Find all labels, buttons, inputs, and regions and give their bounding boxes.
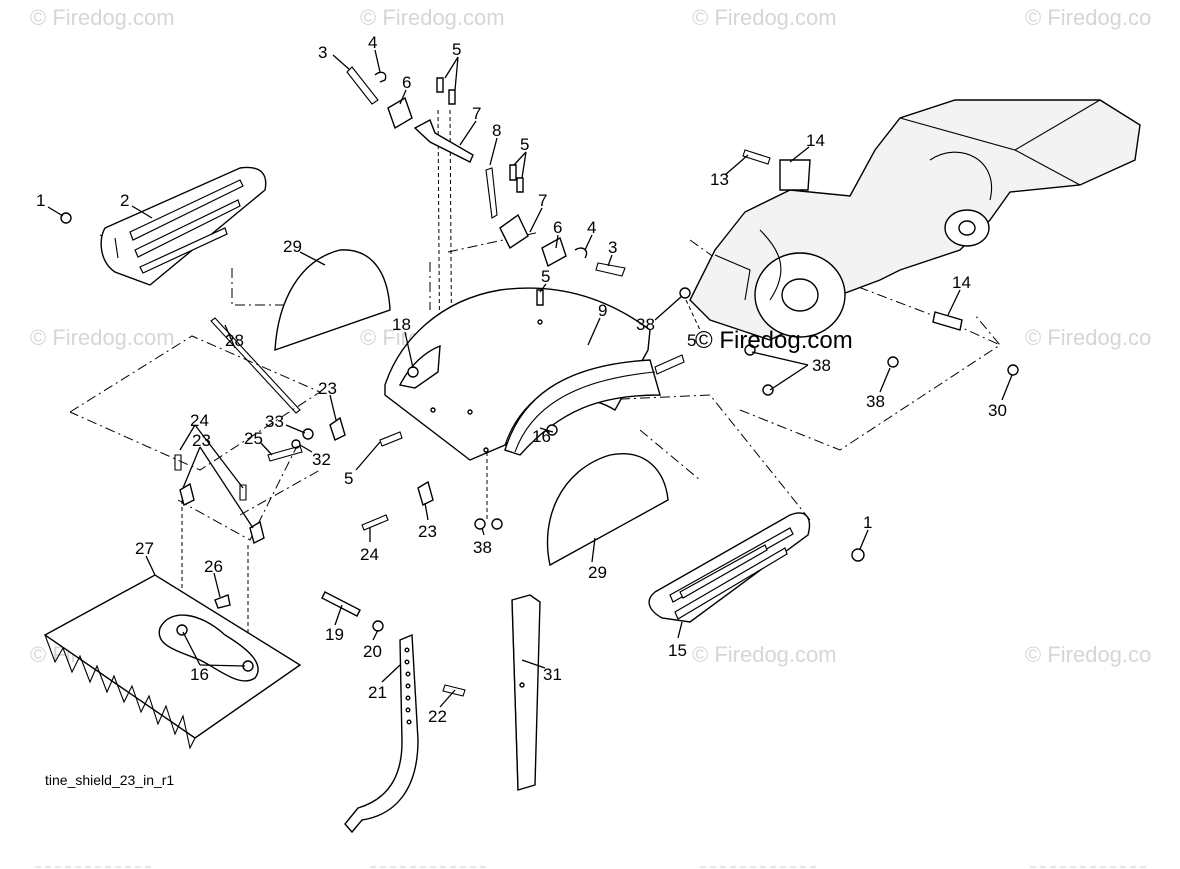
callout-label: 4 <box>368 33 377 52</box>
callout-label: 23 <box>192 431 211 450</box>
callout-label: 38 <box>473 538 492 557</box>
watermark: © Firedog.com <box>360 5 505 30</box>
callout-label: 6 <box>402 73 411 92</box>
callout-label: 23 <box>318 379 337 398</box>
tine-shield <box>384 287 661 461</box>
center-watermark: © Firedog.com <box>695 327 853 354</box>
callout-label: 9 <box>598 301 607 320</box>
callout-label: 3 <box>608 238 617 257</box>
callout-label: 5 <box>541 267 550 286</box>
callout-label: 24 <box>190 411 209 430</box>
callout-label: 32 <box>312 450 331 469</box>
callout-label: 8 <box>492 121 501 140</box>
callout-label: 24 <box>360 545 379 564</box>
depth-stake <box>344 633 419 834</box>
callout-label: 14 <box>806 131 825 150</box>
callout-labels: 3 4 5 6 7 8 5 7 6 4 3 5 9 14 13 14 38 38… <box>36 33 1007 726</box>
callout-label: 20 <box>363 642 382 661</box>
callout-label: 16 <box>532 427 551 446</box>
callout-label: 27 <box>135 539 154 558</box>
callout-label: 31 <box>543 665 562 684</box>
callout-label: 23 <box>418 522 437 541</box>
callout-label: 38 <box>866 392 885 411</box>
pin <box>321 591 361 617</box>
callout-label: 28 <box>225 331 244 350</box>
right-side-plate <box>648 512 811 623</box>
callout-label: 4 <box>587 218 596 237</box>
callout-label: 16 <box>190 665 209 684</box>
callout-label: 26 <box>204 557 223 576</box>
small-hardware <box>60 149 1019 697</box>
rear-flap <box>43 574 302 750</box>
callout-label: 7 <box>472 104 481 123</box>
left-side-plate <box>100 166 267 286</box>
watermark: © Firedog.com <box>30 5 175 30</box>
callout-label: 5 <box>520 135 529 154</box>
callout-label: 18 <box>392 315 411 334</box>
callout-label: 5 <box>687 331 696 350</box>
callout-label: 33 <box>265 412 284 431</box>
callout-label: 6 <box>553 218 562 237</box>
upright-channel <box>511 594 541 791</box>
leader-lines <box>47 49 1013 708</box>
callout-label: 38 <box>636 315 655 334</box>
callout-label: 29 <box>283 237 302 256</box>
callout-label: 38 <box>812 356 831 375</box>
diagram-caption: tine_shield_23_in_r1 <box>45 772 174 788</box>
callout-label: 13 <box>710 170 729 189</box>
callout-label: 15 <box>668 641 687 660</box>
callout-label: 22 <box>428 707 447 726</box>
watermark: © Firedog.co <box>1025 642 1151 667</box>
callout-label: 29 <box>588 563 607 582</box>
callout-label: 21 <box>368 683 387 702</box>
watermark: © Firedog.co <box>1025 5 1151 30</box>
callout-label: 5 <box>344 469 353 488</box>
stake-holes <box>404 647 412 725</box>
watermark: © Firedog.com <box>30 325 175 350</box>
watermark: © Firedog.com <box>692 642 837 667</box>
transmission-housing <box>689 99 1141 341</box>
callout-label: 3 <box>318 43 327 62</box>
watermark: © Firedog.com <box>692 5 837 30</box>
callout-label: 1 <box>36 191 45 210</box>
callout-label: 2 <box>120 191 129 210</box>
callout-label: 14 <box>952 273 971 292</box>
callout-label: 5 <box>452 40 461 59</box>
callout-label: 30 <box>988 401 1007 420</box>
callout-label: 25 <box>244 429 263 448</box>
deflector-discs <box>274 249 669 567</box>
callout-label: 19 <box>325 625 344 644</box>
watermark: © Firedog.co <box>1025 325 1151 350</box>
callout-label: 7 <box>538 191 547 210</box>
callout-label: 1 <box>863 513 872 532</box>
upper-hardware <box>346 66 626 306</box>
